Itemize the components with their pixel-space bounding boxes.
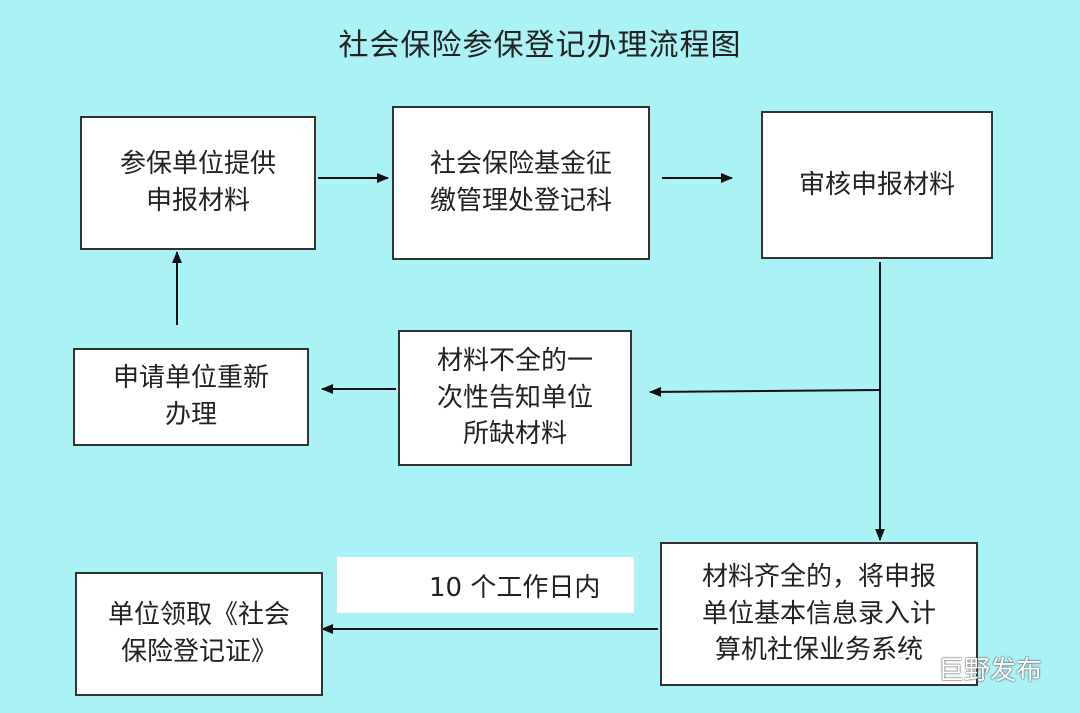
box-receive-certificate: 单位领取《社会保险登记证》 bbox=[75, 572, 323, 696]
watermark: 巨野发布 bbox=[890, 650, 1042, 687]
box-materials-complete: 材料齐全的，将申报单位基本信息录入计算机社保业务系统 bbox=[660, 542, 978, 686]
box-review-materials: 审核申报材料 bbox=[761, 111, 993, 259]
wechat-icon bbox=[890, 654, 929, 683]
box-provide-materials: 参保单位提供申报材料 bbox=[80, 116, 316, 250]
box-materials-incomplete: 材料不全的一次性告知单位所缺材料 bbox=[398, 330, 632, 466]
arrow-to-incomplete bbox=[649, 386, 881, 397]
watermark-text: 巨野发布 bbox=[938, 656, 1043, 686]
box-reapply: 申请单位重新办理 bbox=[73, 348, 309, 446]
page-title: 社会保险参保登记办理流程图 bbox=[338, 28, 742, 63]
box-registration-section: 社会保险基金征缴管理处登记科 bbox=[392, 106, 650, 260]
note-ten-workdays: 10 个工作日内 bbox=[337, 557, 634, 613]
